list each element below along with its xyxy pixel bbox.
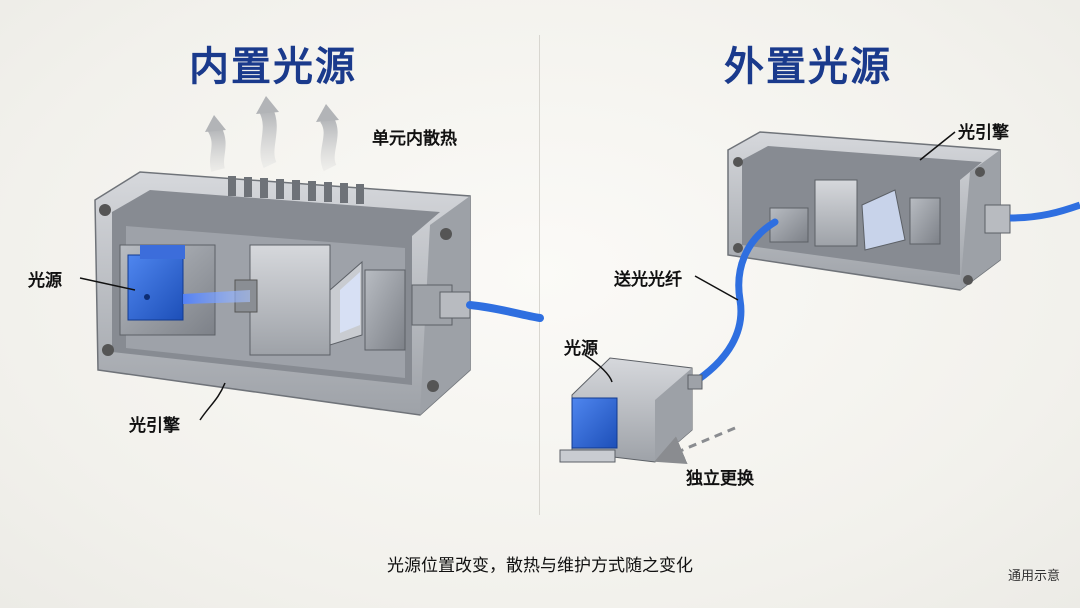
illustration-note: 通用示意 bbox=[1007, 569, 1060, 584]
replace-arrow bbox=[654, 426, 736, 465]
left-fiber-cable bbox=[466, 301, 544, 322]
right-engine-label: 光引擎 bbox=[958, 123, 1009, 143]
left-light-source-label: 光源 bbox=[28, 271, 62, 291]
delivery-fiber bbox=[686, 218, 779, 389]
fiber-label: 送光光纤 bbox=[614, 270, 682, 290]
left-light-beam bbox=[183, 290, 250, 304]
caption: 光源位置改变，散热与维护方式随之变化 bbox=[387, 556, 693, 576]
right-output-cable bbox=[1009, 201, 1080, 222]
right-housing bbox=[727, 131, 1011, 291]
left-title: 内置光源 bbox=[189, 44, 357, 90]
heat-arrows bbox=[205, 96, 339, 172]
right-light-source bbox=[559, 357, 703, 463]
right-title: 外置光源 bbox=[724, 44, 892, 90]
left-light-source bbox=[127, 245, 185, 321]
left-heat-label: 单元内散热 bbox=[372, 129, 457, 149]
panel-divider bbox=[539, 35, 540, 515]
right-light-source-label: 光源 bbox=[564, 339, 598, 359]
replace-label: 独立更换 bbox=[686, 469, 754, 489]
left-engine-label: 光引擎 bbox=[129, 416, 180, 436]
